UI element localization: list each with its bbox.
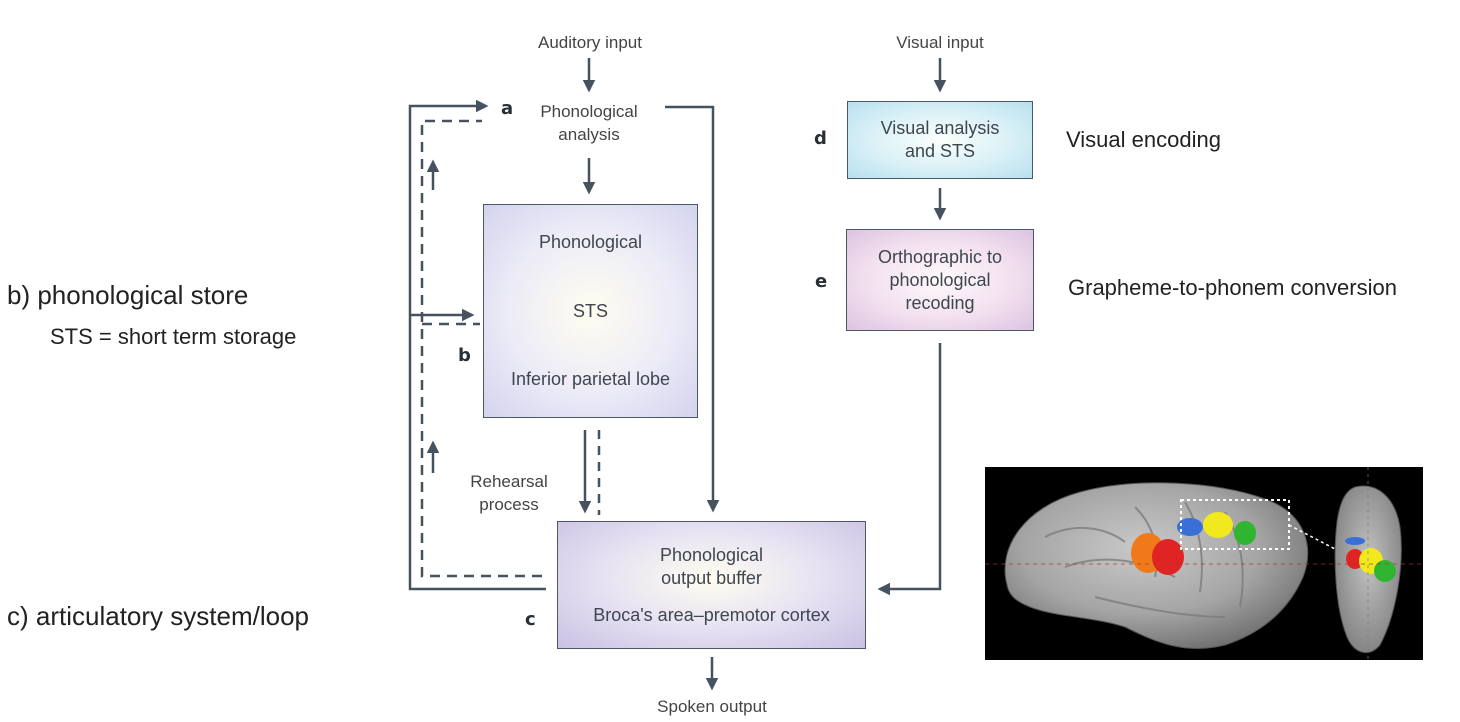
node-e-line3: recoding: [905, 292, 975, 313]
node-e-line1: Orthographic to: [877, 246, 1003, 267]
node-a-letter: a: [501, 98, 514, 119]
spoken-output-label: Spoken output: [657, 697, 767, 716]
dashed-loop-a: [420, 119, 542, 578]
e-to-c-arrow: [877, 343, 942, 596]
node-e-letter: e: [815, 271, 828, 292]
visual-encoding-label: Visual encoding: [1066, 127, 1221, 152]
sts-definition-label: STS = short term storage: [50, 324, 297, 349]
auditory-input-label: Auditory input: [538, 33, 642, 52]
node-a-line2: analysis: [558, 125, 620, 144]
visual-input-label: Visual input: [896, 33, 984, 52]
node-b-line1: Phonological: [538, 232, 643, 252]
node-b-letter: b: [458, 345, 471, 366]
node-b-line3: Inferior parietal lobe: [510, 369, 671, 389]
phonological-store-box: Phonological STS Inferior parietal lobe: [483, 204, 698, 418]
node-e-line2: phonological: [889, 269, 991, 290]
node-c-line3: Broca's area–premotor cortex: [593, 604, 830, 625]
articulatory-loop-label: c) articulatory system/loop: [7, 601, 309, 631]
node-a-line1: Phonological: [540, 102, 638, 121]
node-d-line1: Visual analysis: [880, 118, 1000, 138]
grapheme-conversion-label: Grapheme-to-phonem conversion: [1068, 275, 1397, 300]
node-d-letter: d: [814, 128, 827, 149]
node-c-line1: Phonological: [659, 544, 764, 565]
rehearsal-label-line1: Rehearsal: [470, 472, 548, 491]
phonological-output-buffer-box: Phonological output buffer Broca's area–…: [557, 521, 866, 649]
node-d-line2: and STS: [904, 141, 976, 161]
a-to-c-arrow: [665, 105, 720, 513]
node-b-line2: STS: [572, 300, 608, 321]
node-c-letter: c: [525, 609, 536, 630]
node-c-line2: output buffer: [661, 567, 762, 588]
phonological-store-label: b) phonological store: [7, 280, 249, 310]
visual-analysis-box: Visual analysis and STS: [847, 101, 1033, 179]
rehearsal-label-line2: process: [479, 495, 539, 514]
orthographic-recoding-box: Orthographic to phonological recoding: [846, 229, 1034, 331]
brain-activation-image: [985, 467, 1423, 660]
feedback-loop-a: [408, 99, 546, 591]
brain-render: [985, 467, 1423, 660]
